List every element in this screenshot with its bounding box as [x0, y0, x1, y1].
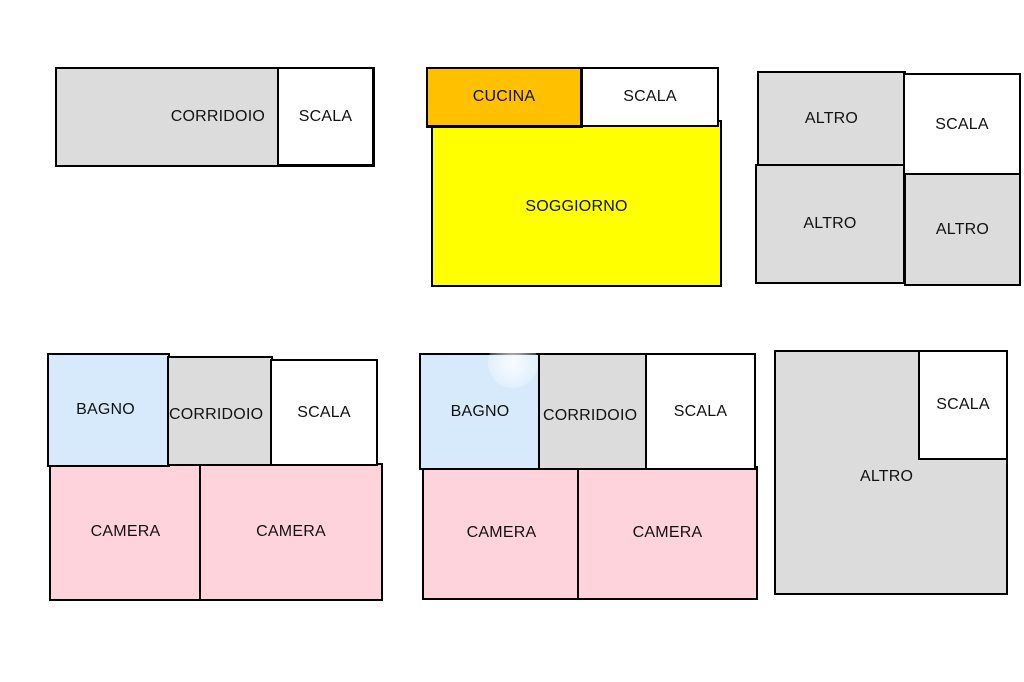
- room-scala: SCALA: [277, 67, 375, 167]
- room-camera: CAMERA: [577, 466, 758, 600]
- room-corridoio: CORRIDOIO: [538, 353, 648, 470]
- room-label: BAGNO: [76, 401, 135, 418]
- room-label: SCALA: [936, 396, 990, 413]
- room-label: CORRIDOIO: [170, 108, 265, 125]
- room-label: CAMERA: [632, 524, 703, 541]
- room-label: SOGGIORNO: [525, 197, 628, 215]
- room-scala: SCALA: [645, 353, 756, 470]
- room-camera: CAMERA: [199, 463, 383, 601]
- room-label: CORRIDOIO: [169, 406, 264, 423]
- room-scala: SCALA: [903, 73, 1021, 176]
- room-label: CAMERA: [466, 524, 537, 541]
- room-label: ALTRO: [860, 468, 914, 485]
- room-altro: ALTRO: [757, 71, 906, 167]
- room-bagno: BAGNO: [47, 353, 170, 467]
- room-altro: ALTRO: [904, 173, 1021, 286]
- room-scala: SCALA: [270, 359, 378, 466]
- room-label: ALTRO: [803, 215, 857, 232]
- room-label: SCALA: [297, 403, 351, 421]
- room-scala: SCALA: [918, 350, 1008, 460]
- room-label: BAGNO: [450, 402, 510, 420]
- room-label: CAMERA: [256, 523, 326, 540]
- room-soggiorno: SOGGIORNO: [431, 120, 722, 287]
- room-camera: CAMERA: [49, 463, 202, 601]
- room-cucina: CUCINA: [426, 67, 583, 128]
- glare-spot: [488, 338, 538, 388]
- room-label: CORRIDOIO: [543, 407, 638, 424]
- room-corridoio: CORRIDOIO: [167, 356, 273, 466]
- room-altro: ALTRO: [755, 164, 905, 284]
- room-corridoio: CORRIDOIO: [55, 67, 279, 167]
- room-label: SCALA: [935, 115, 989, 133]
- room-camera: CAMERA: [422, 466, 581, 600]
- room-label: CAMERA: [90, 523, 161, 540]
- room-label: CUCINA: [472, 88, 536, 105]
- room-label: SCALA: [298, 107, 353, 125]
- room-label: SCALA: [673, 402, 728, 420]
- room-label: ALTRO: [804, 110, 859, 127]
- room-label: ALTRO: [935, 220, 990, 238]
- room-scala: SCALA: [581, 67, 719, 127]
- room-label: SCALA: [623, 88, 677, 105]
